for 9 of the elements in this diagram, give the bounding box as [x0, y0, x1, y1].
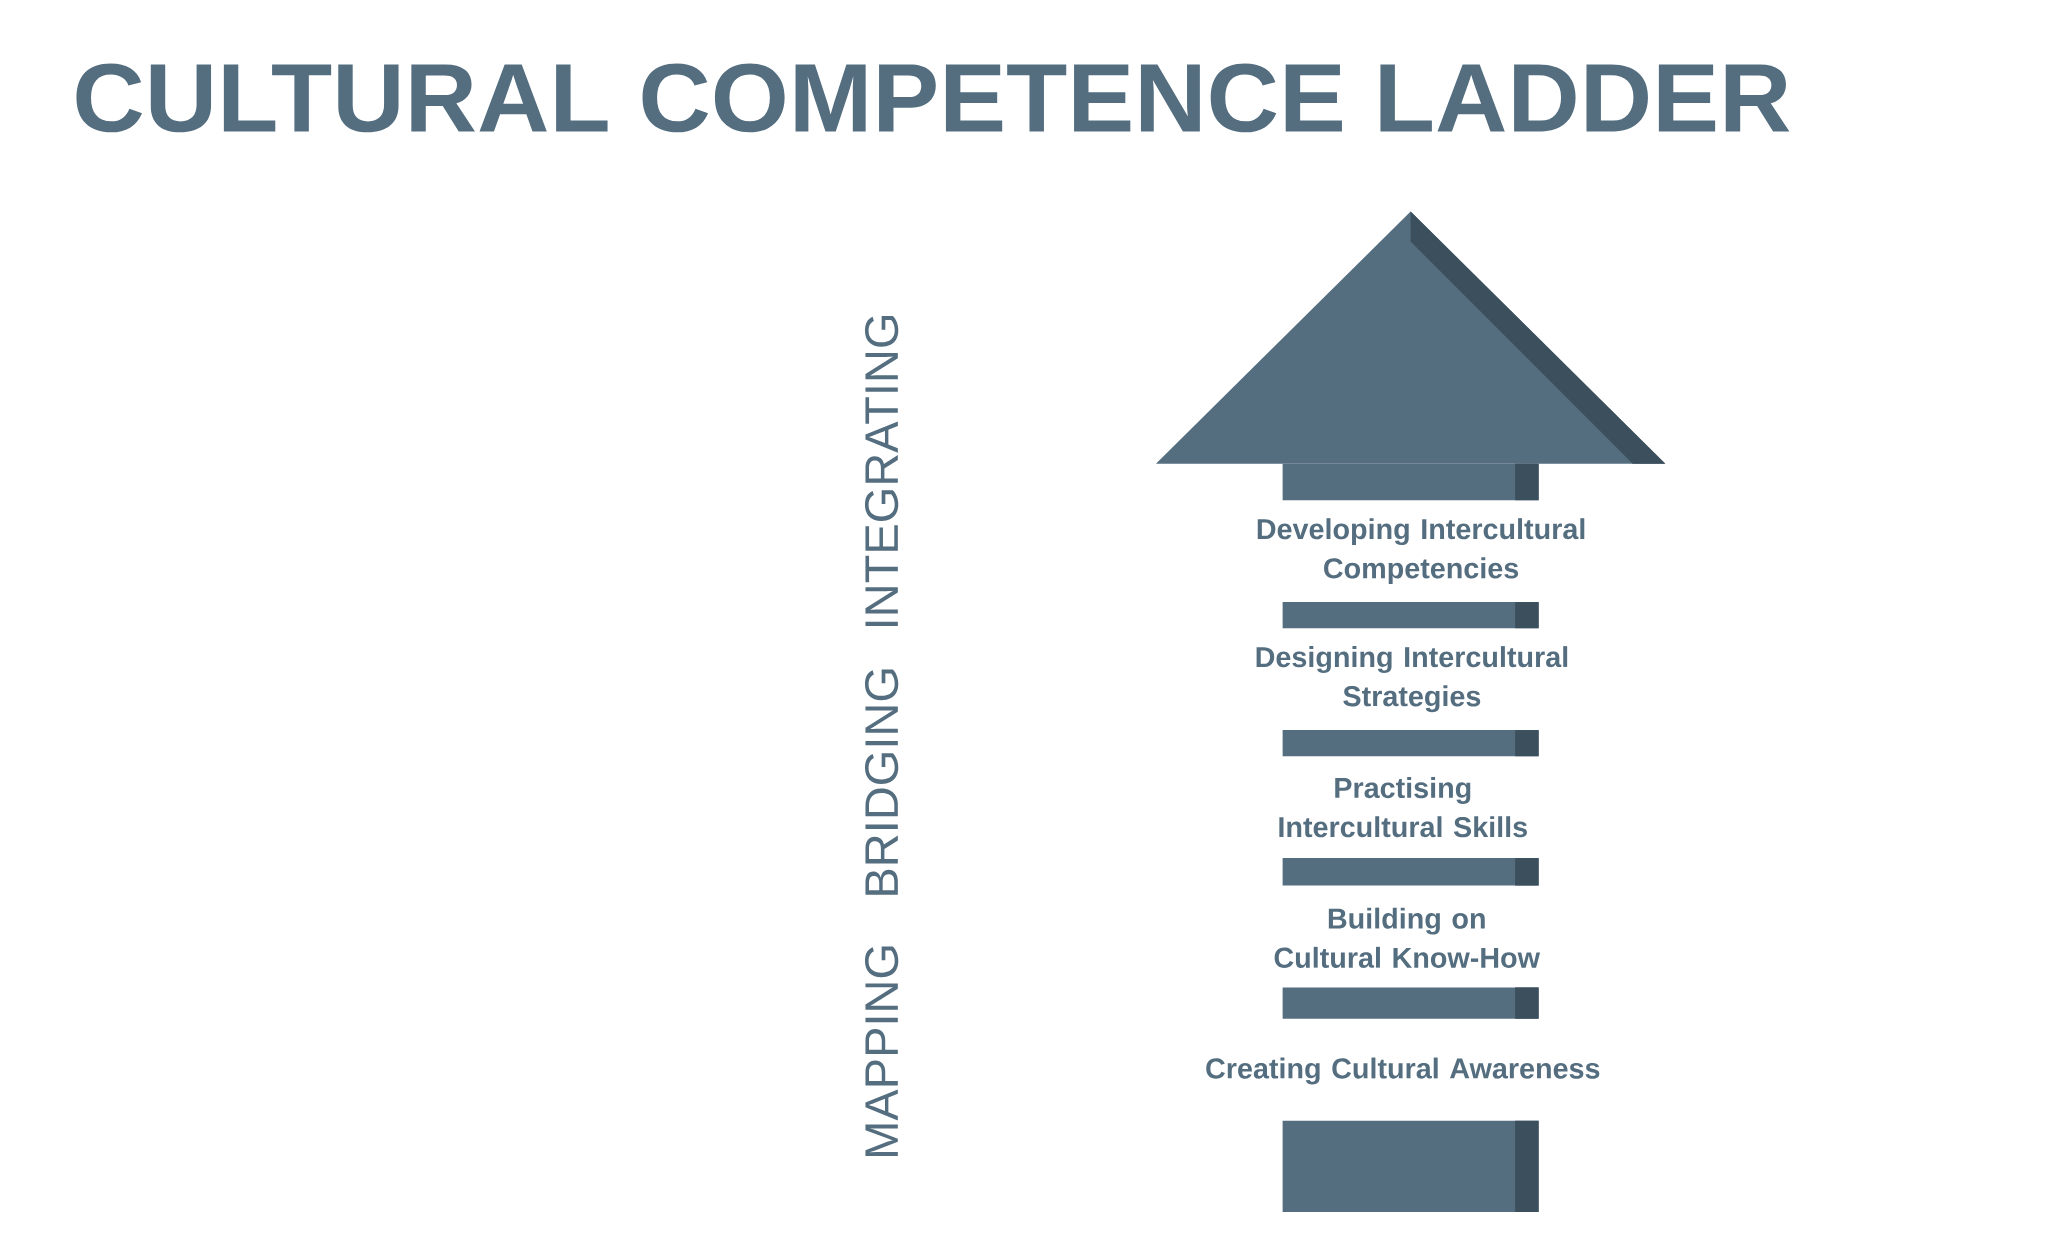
stage-label: INTEGRATING — [865, 315, 899, 626]
step-label: Developing Intercultural Competencies — [1257, 517, 1585, 584]
step-label: Designing Intercultural Strategies — [1256, 645, 1568, 712]
step-label: Practising Intercultural Skills — [1279, 776, 1527, 838]
step-label: Building on Cultural Know-How — [1274, 907, 1541, 968]
stage-label: BRIDGING — [865, 669, 899, 895]
title: CULTURAL COMPETENCE LADDER — [76, 63, 1790, 133]
step-label: Creating Cultural Awareness — [1206, 1057, 1600, 1085]
stage-label: MAPPING — [865, 946, 899, 1156]
